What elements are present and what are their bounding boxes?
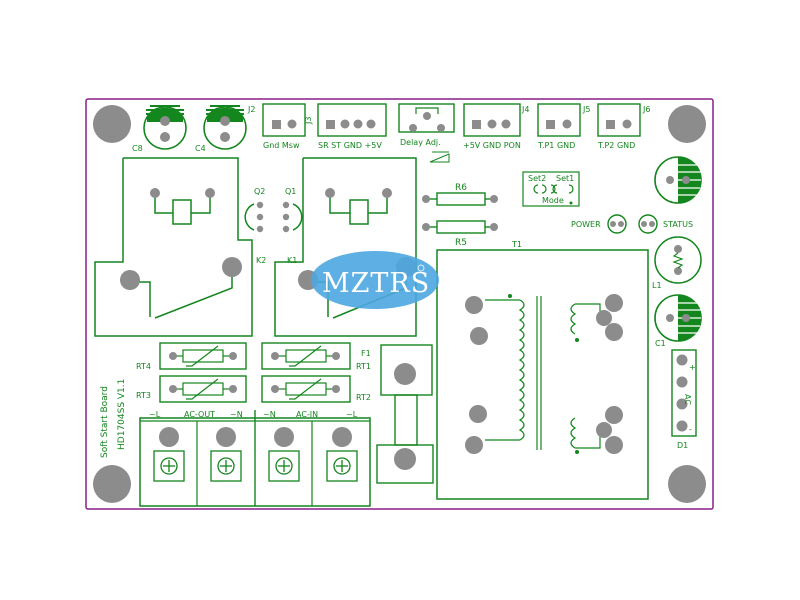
ac-in-label: AC-IN	[296, 410, 318, 419]
terminal-pin-1: ~L	[149, 410, 161, 419]
connector-j2: J2 Gnd Msw	[247, 103, 306, 150]
rt1-label: RT1	[356, 362, 371, 371]
capacitor-c1: C1	[654, 294, 702, 348]
watermark-logo: MZTRS	[311, 251, 439, 309]
capacitor-c8: C8	[132, 105, 187, 153]
t1-label: T1	[511, 240, 522, 249]
transistor-q1: Q1	[282, 187, 303, 233]
watermark-text: MZTRS	[322, 268, 430, 299]
j5-label: T.P1 GND	[537, 141, 575, 150]
bridge-rectifier-d1: + AC - D1	[671, 349, 697, 450]
d1-minus: -	[689, 425, 692, 434]
d1-ac: AC	[683, 394, 692, 405]
status-label: STATUS	[663, 220, 693, 229]
led-power: POWER	[571, 214, 627, 234]
j2-label: Gnd Msw	[263, 141, 300, 150]
terminal-pin-4: ~L	[346, 410, 358, 419]
resistor-r6: R6	[422, 183, 498, 206]
resistor-r5: R5	[422, 220, 498, 248]
r5-label: R5	[455, 238, 467, 248]
transistor-q2: Q2	[244, 187, 265, 233]
mounting-holes	[93, 105, 706, 503]
j6-ref: J6	[642, 105, 650, 114]
thermistor-rt2: RT2	[261, 375, 371, 403]
j6-label: T.P2 GND	[597, 141, 635, 150]
ac-out-label: AC-OUT	[184, 410, 215, 419]
k2-label: K2	[256, 256, 266, 265]
delay-potentiometer: Delay Adj.	[398, 103, 455, 163]
j2-ref: J2	[247, 105, 255, 114]
board-title: Soft Start Board	[100, 386, 110, 458]
relay-k2	[94, 157, 253, 337]
mounting-hole-top-left	[93, 105, 131, 143]
mounting-hole-top-right	[668, 105, 706, 143]
c8-label: C8	[132, 144, 143, 153]
j3-label: SR ST GND +5V	[318, 141, 382, 150]
j3-ref: J3	[304, 117, 313, 125]
fuse-f1: F1	[361, 344, 434, 484]
connector-j5: J5 T.P1 GND	[537, 103, 590, 150]
k1-label: K1	[287, 256, 297, 265]
q2-label: Q2	[254, 187, 265, 196]
power-label: POWER	[571, 220, 601, 229]
mounting-hole-bottom-right	[668, 465, 706, 503]
thermistor-rt1: RT1	[261, 342, 371, 371]
mounting-hole-bottom-left	[93, 465, 131, 503]
capacitor-top-right	[654, 156, 702, 204]
inductor-l1: L1	[652, 236, 702, 290]
thermistor-rt4: RT4	[136, 342, 247, 371]
d1-plus: +	[689, 363, 696, 372]
mode-label: Mode	[542, 196, 564, 205]
q1-label: Q1	[285, 187, 296, 196]
board-model: HD1704SS V1.1	[117, 379, 127, 450]
j4-ref: J4	[521, 105, 529, 114]
capacitor-c4: C4	[195, 105, 247, 153]
r6-label: R6	[455, 183, 467, 193]
connector-j4: J4 +5V GND PON	[463, 103, 529, 150]
terminal-pin-3: ~N	[263, 410, 276, 419]
rt4-label: RT4	[136, 362, 151, 371]
rt3-label: RT3	[136, 391, 151, 400]
c1-label: C1	[655, 339, 666, 348]
d1-label: D1	[677, 441, 688, 450]
terminal-block: ~L AC-OUT ~N ~N AC-IN ~L	[139, 410, 371, 507]
connector-j6: J6 T.P2 GND	[597, 103, 650, 150]
j4-label: +5V GND PON	[463, 141, 521, 150]
led-status: STATUS	[638, 214, 693, 234]
mode-set1-label: Set1	[556, 174, 574, 183]
mode-set2-label: Set2	[528, 174, 546, 183]
thermistor-rt3: RT3	[136, 375, 247, 403]
f1-label: F1	[361, 349, 371, 358]
mode-jumper: Set2 Set1 Mode	[522, 171, 580, 207]
l1-label: L1	[652, 281, 662, 290]
rt2-label: RT2	[356, 393, 371, 402]
terminal-pin-2: ~N	[230, 410, 243, 419]
c4-label: C4	[195, 144, 206, 153]
j5-ref: J5	[582, 105, 590, 114]
delay-label: Delay Adj.	[400, 138, 441, 147]
transformer-t1: T1	[436, 240, 649, 500]
connector-j3: J3 SR ST GND +5V	[304, 103, 387, 150]
